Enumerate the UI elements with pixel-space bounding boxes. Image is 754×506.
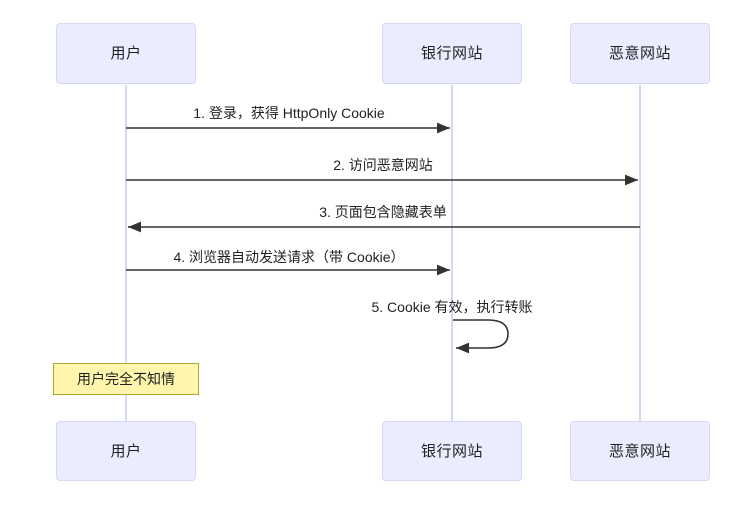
participant-box-bank-top[interactable]: 银行网站 [382, 23, 522, 84]
participant-label-evil-top: 恶意网站 [608, 45, 671, 62]
participant-label-user-bottom: 用户 [110, 442, 142, 460]
note-user-unaware: 用户完全不知情 [53, 363, 199, 395]
participant-label-evil-bottom: 恶意网站 [608, 442, 671, 460]
participant-box-evil-top[interactable]: 恶意网站 [570, 23, 710, 84]
message-label-3: 3. 页面包含隐藏表单 [319, 204, 447, 220]
message-arrows [126, 122, 640, 354]
message-label-2: 2. 访问恶意网站 [333, 157, 433, 173]
note-label-user-unaware: 用户完全不知情 [77, 371, 175, 387]
message-arrow-5-self-loop [453, 319, 509, 354]
participant-box-bank-bottom[interactable]: 银行网站 [382, 421, 522, 481]
participant-box-user-bottom[interactable]: 用户 [56, 421, 196, 481]
participant-label-bank-top: 银行网站 [420, 45, 483, 62]
participant-label-user-top: 用户 [110, 45, 142, 62]
message-label-1: 1. 登录，获得 HttpOnly Cookie [193, 105, 385, 121]
message-label-4: 4. 浏览器自动发送请求（带 Cookie） [173, 249, 405, 265]
participant-label-bank-bottom: 银行网站 [420, 442, 483, 460]
participant-box-user-top[interactable]: 用户 [56, 23, 196, 84]
participant-box-evil-bottom[interactable]: 恶意网站 [570, 421, 710, 481]
message-label-5: 5. Cookie 有效，执行转账 [371, 299, 533, 315]
